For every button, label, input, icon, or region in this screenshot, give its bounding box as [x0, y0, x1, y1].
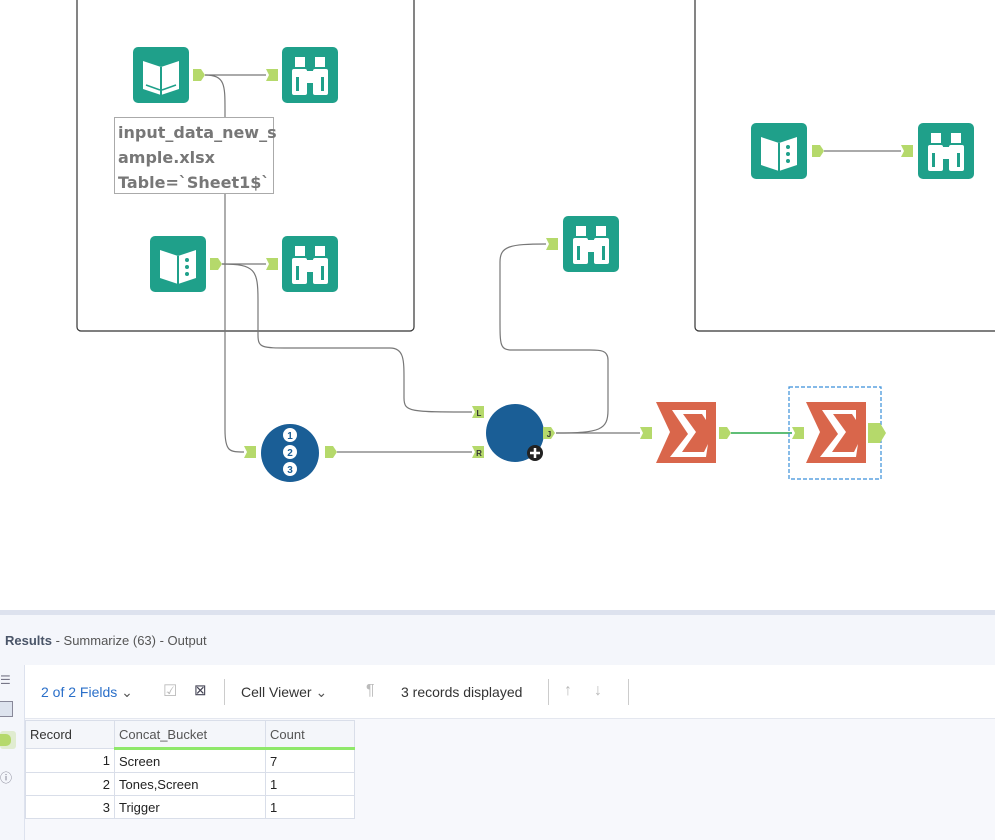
record-cell: 3	[25, 795, 115, 819]
cell-viewer-dropdown[interactable]: Cell Viewer ⌄	[241, 684, 327, 701]
browse-tool-3[interactable]	[901, 123, 974, 179]
plus-icon	[527, 445, 543, 461]
data-grid-panel: 2 of 2 Fields ⌄ ☑ ⊠ Cell Viewer ⌄ ¶ 3 re…	[24, 665, 995, 840]
concat-bucket-cell[interactable]: Trigger	[114, 795, 266, 819]
browse-tool-1[interactable]	[266, 47, 338, 103]
column-header-record[interactable]: Record	[25, 720, 115, 749]
browse-tool-4[interactable]	[546, 216, 619, 272]
input-data-tool-2[interactable]	[149, 235, 222, 293]
column-header-concat-bucket[interactable]: Concat_Bucket	[114, 720, 266, 750]
select-all-icon[interactable]: ☑	[163, 683, 178, 700]
record-id-digit: 3	[287, 465, 293, 476]
fields-dropdown[interactable]: 2 of 2 Fields ⌄	[41, 684, 133, 701]
container-left[interactable]	[76, 0, 415, 332]
records-count: 3 records displayed	[401, 684, 523, 700]
fields-label: 2 of 2 Fields	[41, 684, 118, 700]
output-anchor-icon[interactable]	[0, 731, 16, 749]
divider	[548, 679, 549, 705]
input-data-tool-1[interactable]	[132, 46, 205, 104]
input-data-tool-3[interactable]	[750, 122, 824, 180]
annotation-line: Table=`Sheet1$`	[118, 173, 270, 192]
join-port-right-label: R	[476, 449, 482, 458]
browse-tool-2[interactable]	[266, 236, 338, 292]
concat-bucket-cell[interactable]: Screen	[114, 748, 266, 773]
help-icon[interactable]: ⓘ	[0, 771, 13, 785]
tool-annotation: input_data_new_s ample.xlsx Table=`Sheet…	[114, 117, 277, 194]
record-cell: 2	[25, 772, 115, 796]
results-toolbar: 2 of 2 Fields ⌄ ☑ ⊠ Cell Viewer ⌄ ¶ 3 re…	[25, 665, 995, 719]
chevron-down-icon: ⌄	[121, 684, 133, 700]
table-header-row: Record Concat_Bucket Count	[25, 720, 355, 750]
workflow-canvas[interactable]: 1 2 3 L R J	[0, 0, 995, 610]
results-title: Results - Summarize (63) - Output	[5, 633, 207, 648]
record-id-tool[interactable]: 1 2 3	[244, 424, 337, 482]
annotation-line: input_data_new_s	[118, 123, 277, 142]
summarize-tool-2-selected[interactable]	[788, 386, 886, 480]
record-id-digit: 1	[287, 431, 293, 442]
divider	[224, 679, 225, 705]
chevron-down-icon: ⌄	[315, 684, 328, 700]
results-label: Results	[5, 633, 52, 648]
list-icon[interactable]: ☰	[0, 673, 11, 687]
container-right[interactable]	[694, 0, 995, 332]
arrow-down-icon[interactable]: ↓	[594, 682, 602, 699]
divider	[628, 679, 629, 705]
results-subtitle: - Summarize (63) - Output	[51, 633, 207, 648]
results-table: Record Concat_Bucket Count 1 Screen 7 2 …	[25, 720, 355, 819]
record-cell: 1	[25, 748, 115, 773]
connections	[204, 74, 901, 453]
record-id-digit: 2	[287, 448, 293, 459]
pilcrow-icon[interactable]: ¶	[366, 682, 375, 699]
summarize-tool-1[interactable]	[640, 402, 731, 463]
table-row[interactable]: 3 Trigger 1	[25, 795, 355, 819]
annotation-line: ample.xlsx	[118, 148, 215, 167]
results-panel: Results - Summarize (63) - Output ☰ ⓘ 2 …	[0, 610, 995, 840]
count-cell[interactable]: 1	[265, 795, 355, 819]
count-cell[interactable]: 7	[265, 748, 355, 773]
arrow-up-icon[interactable]: ↑	[564, 682, 572, 699]
join-tool[interactable]: L R J	[472, 404, 555, 462]
results-sidebar: ☰ ⓘ	[0, 665, 22, 840]
table-row[interactable]: 2 Tones,Screen 1	[25, 772, 355, 796]
column-header-count[interactable]: Count	[265, 720, 355, 750]
deselect-all-icon[interactable]: ⊠	[194, 682, 207, 699]
input-anchor-icon[interactable]	[0, 701, 13, 717]
count-cell[interactable]: 1	[265, 772, 355, 796]
table-row[interactable]: 1 Screen 7	[25, 748, 355, 773]
join-port-left-label: L	[477, 409, 482, 418]
join-port-output-label: J	[547, 430, 551, 439]
concat-bucket-cell[interactable]: Tones,Screen	[114, 772, 266, 796]
cell-viewer-label: Cell Viewer	[241, 684, 312, 700]
